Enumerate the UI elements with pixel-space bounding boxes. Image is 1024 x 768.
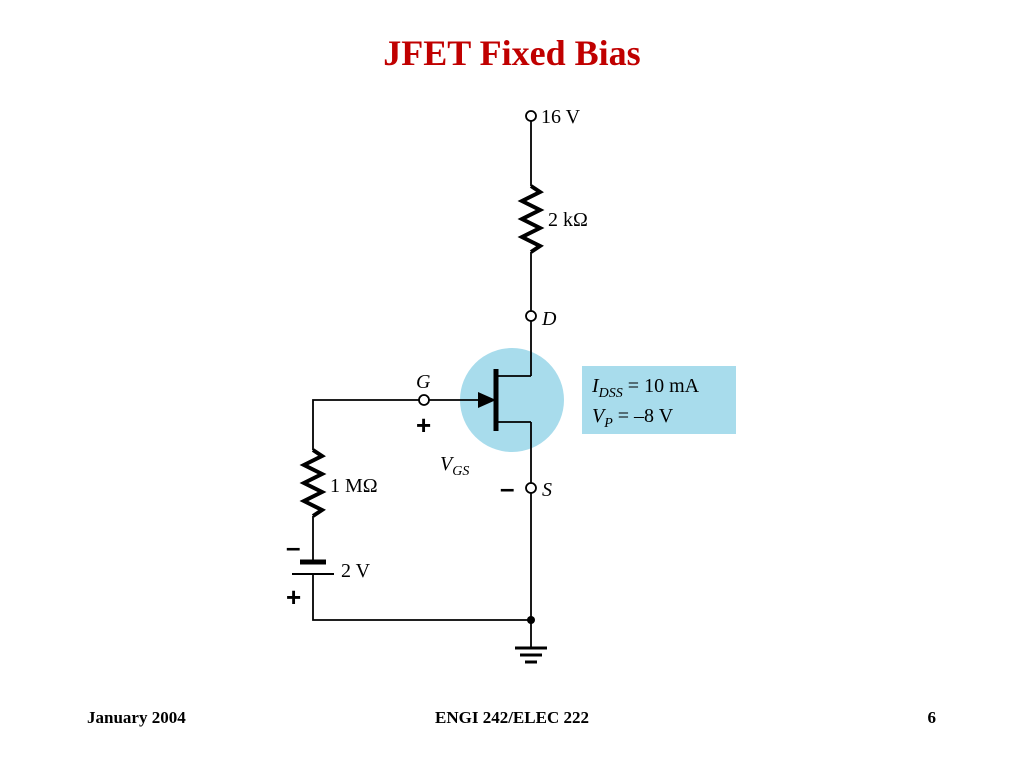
- idss-symbol: I: [591, 375, 600, 397]
- vgs-label-sub: GS: [452, 464, 469, 479]
- vgs-label: VGS: [440, 453, 469, 479]
- gate-resistor-label: 1 MΩ: [330, 475, 378, 497]
- footer-date: January 2004: [87, 708, 186, 727]
- vp-subscript: P: [603, 416, 613, 431]
- gate-resistor: [299, 448, 327, 518]
- vgs-minus-sign: –: [500, 473, 514, 503]
- drain-terminal: [525, 310, 537, 322]
- drain-label: D: [541, 308, 557, 330]
- vp-value: = –8 V: [613, 405, 674, 427]
- vp-symbol: V: [592, 405, 607, 427]
- vgs-label-main: V: [440, 453, 455, 475]
- vgs-plus-sign: +: [416, 410, 431, 440]
- slide-title: JFET Fixed Bias: [383, 33, 641, 73]
- gate-wire: [312, 399, 419, 450]
- footer-page-number: 6: [927, 708, 937, 727]
- bottom-wire: [312, 574, 531, 621]
- jfet-highlight-circle: [460, 348, 564, 452]
- drain-resistor: [517, 184, 545, 254]
- supply-label: 16 V: [541, 106, 581, 128]
- supply-terminal: [525, 110, 537, 122]
- junction-dot: [527, 616, 535, 624]
- battery-label: 2 V: [341, 560, 371, 582]
- idss-value: = 10 mA: [623, 375, 700, 397]
- drain-resistor-label: 2 kΩ: [548, 209, 588, 231]
- idss-subscript: DSS: [598, 386, 623, 401]
- gate-terminal: [418, 394, 430, 406]
- parameter-box: [582, 366, 736, 434]
- vp-parameter: VP = –8 V: [592, 405, 674, 431]
- battery-minus-sign: –: [286, 532, 300, 562]
- idss-parameter: IDSS = 10 mA: [591, 375, 700, 401]
- gate-arrow: [478, 392, 496, 408]
- source-label: S: [542, 479, 552, 501]
- gate-label: G: [416, 371, 431, 393]
- source-terminal: [525, 482, 537, 494]
- battery-plus-sign: +: [286, 582, 301, 612]
- footer-course: ENGI 242/ELEC 222: [435, 708, 589, 727]
